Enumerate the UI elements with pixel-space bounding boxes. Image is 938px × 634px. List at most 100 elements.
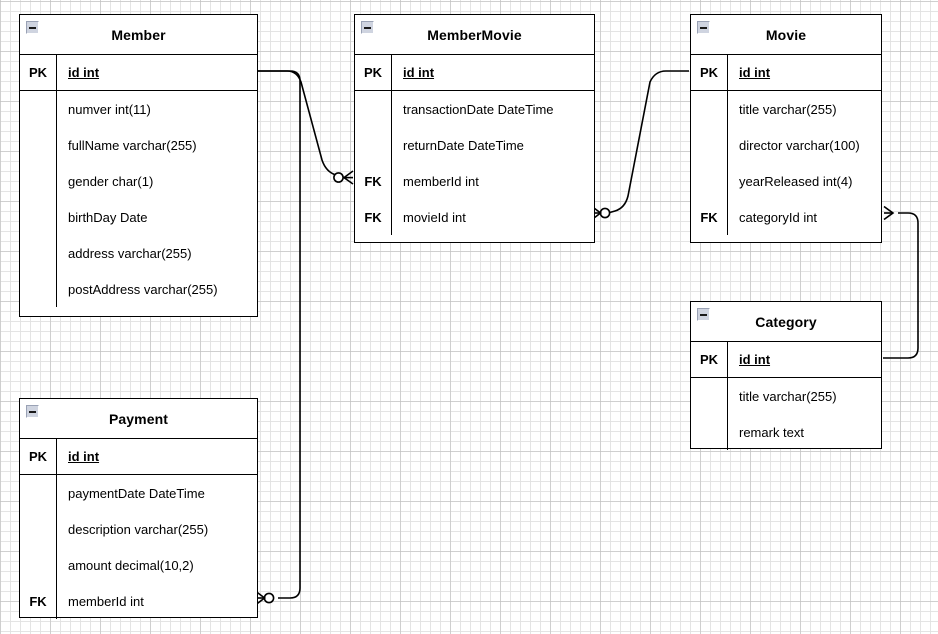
attribute-row[interactable]: gender char(1) bbox=[20, 163, 257, 199]
attribute-row[interactable]: description varchar(255) bbox=[20, 511, 257, 547]
attribute-cell: movieId int bbox=[391, 199, 594, 235]
attribute-cell: memberId int bbox=[391, 163, 594, 199]
attribute-label: description varchar(255) bbox=[68, 521, 209, 537]
attribute-row[interactable]: returnDate DateTime bbox=[355, 127, 594, 163]
attribute-row[interactable]: numver int(11) bbox=[20, 91, 257, 127]
connector-member-membermovie[interactable] bbox=[258, 70, 354, 185]
attribute-label: movieId int bbox=[403, 209, 466, 225]
attribute-label: memberId int bbox=[403, 173, 479, 189]
entity-header-member[interactable]: Member bbox=[20, 15, 257, 55]
attribute-cell: postAddress varchar(255) bbox=[56, 271, 257, 307]
minus-box-icon[interactable] bbox=[697, 21, 710, 34]
connector-movie-membermovie[interactable] bbox=[591, 70, 689, 221]
attribute-row[interactable]: FK movieId int bbox=[355, 199, 594, 235]
attribute-label: address varchar(255) bbox=[68, 245, 192, 261]
attribute-cell: birthDay Date bbox=[56, 199, 257, 235]
attribute-cell: gender char(1) bbox=[56, 163, 257, 199]
zero-marker-circle bbox=[599, 207, 611, 219]
attribute-row[interactable]: PK id int bbox=[20, 55, 257, 91]
attribute-label: transactionDate DateTime bbox=[403, 101, 554, 117]
connector-member-payment[interactable] bbox=[255, 70, 301, 606]
minus-box-icon[interactable] bbox=[697, 308, 710, 321]
attribute-cell: categoryId int bbox=[727, 199, 881, 235]
attribute-label: birthDay Date bbox=[68, 209, 148, 225]
attribute-cell: paymentDate DateTime bbox=[56, 475, 257, 511]
attribute-label: director varchar(100) bbox=[739, 137, 860, 153]
attribute-cell: yearReleased int(4) bbox=[727, 163, 881, 199]
key-label: FK bbox=[364, 173, 382, 189]
key-label: PK bbox=[699, 65, 719, 80]
entity-title: Movie bbox=[765, 26, 807, 43]
attribute-label: returnDate DateTime bbox=[403, 137, 524, 153]
attribute-row[interactable]: title varchar(255) bbox=[691, 378, 881, 414]
attribute-row[interactable]: address varchar(255) bbox=[20, 235, 257, 271]
minus-box-icon[interactable] bbox=[361, 21, 374, 34]
attribute-row[interactable]: postAddress varchar(255) bbox=[20, 271, 257, 307]
attribute-cell: director varchar(100) bbox=[727, 127, 881, 163]
attribute-row[interactable]: PK id int bbox=[691, 55, 881, 91]
key-label: PK bbox=[28, 65, 48, 80]
crowsfoot-marker bbox=[883, 205, 895, 221]
attribute-label: paymentDate DateTime bbox=[68, 485, 205, 501]
entity-header-membermovie[interactable]: MemberMovie bbox=[355, 15, 594, 55]
attribute-row[interactable]: yearReleased int(4) bbox=[691, 163, 881, 199]
attribute-row[interactable]: birthDay Date bbox=[20, 199, 257, 235]
entity-title: MemberMovie bbox=[427, 26, 522, 43]
attribute-row[interactable]: amount decimal(10,2) bbox=[20, 547, 257, 583]
attribute-label: numver int(11) bbox=[68, 101, 151, 117]
attribute-cell: title varchar(255) bbox=[727, 91, 881, 127]
attribute-row[interactable]: transactionDate DateTime bbox=[355, 91, 594, 127]
attribute-cell: description varchar(255) bbox=[56, 511, 257, 547]
crowsfoot-marker bbox=[342, 170, 354, 185]
attribute-label: gender char(1) bbox=[68, 173, 154, 189]
key-label: FK bbox=[29, 593, 47, 609]
attribute-row[interactable]: FK memberId int bbox=[355, 163, 594, 199]
attribute-label: memberId int bbox=[68, 593, 144, 609]
key-label: PK bbox=[699, 352, 719, 367]
minus-box-icon[interactable] bbox=[26, 405, 39, 418]
attribute-cell: memberId int bbox=[56, 583, 257, 619]
attribute-row[interactable]: FK memberId int bbox=[20, 583, 257, 619]
attribute-label: id int bbox=[68, 65, 100, 80]
attribute-row[interactable]: PK id int bbox=[691, 342, 881, 378]
entity-rows-member: PK id int numver int(11) fullName varchar(2… bbox=[20, 55, 257, 307]
entity-header-category[interactable]: Category bbox=[691, 302, 881, 342]
attribute-label: fullName varchar(255) bbox=[68, 137, 197, 153]
attribute-cell: transactionDate DateTime bbox=[391, 91, 594, 127]
key-label: FK bbox=[700, 209, 718, 225]
attribute-label: title varchar(255) bbox=[739, 388, 837, 404]
attribute-label: remark text bbox=[739, 424, 805, 440]
entity-header-movie[interactable]: Movie bbox=[691, 15, 881, 55]
key-label: FK bbox=[364, 209, 382, 225]
attribute-cell: amount decimal(10,2) bbox=[56, 547, 257, 583]
zero-marker-circle bbox=[263, 592, 275, 604]
attribute-cell: fullName varchar(255) bbox=[56, 127, 257, 163]
attribute-row[interactable]: fullName varchar(255) bbox=[20, 127, 257, 163]
minus-box-icon[interactable] bbox=[26, 21, 39, 34]
attribute-row[interactable]: FK categoryId int bbox=[691, 199, 881, 235]
attribute-label: postAddress varchar(255) bbox=[68, 281, 218, 297]
attribute-cell: numver int(11) bbox=[56, 91, 257, 127]
entity-header-payment[interactable]: Payment bbox=[20, 399, 257, 439]
attribute-label: yearReleased int(4) bbox=[739, 173, 853, 189]
connector-movie-category[interactable] bbox=[883, 205, 919, 359]
attribute-row[interactable]: paymentDate DateTime bbox=[20, 475, 257, 511]
attribute-row[interactable]: director varchar(100) bbox=[691, 127, 881, 163]
attribute-label: title varchar(255) bbox=[739, 101, 837, 117]
attribute-row[interactable]: title varchar(255) bbox=[691, 91, 881, 127]
attribute-cell: returnDate DateTime bbox=[391, 127, 594, 163]
attribute-cell: id int bbox=[727, 55, 881, 90]
attribute-label: id int bbox=[739, 352, 771, 367]
attribute-cell: id int bbox=[56, 439, 257, 474]
attribute-row[interactable]: remark text bbox=[691, 414, 881, 450]
